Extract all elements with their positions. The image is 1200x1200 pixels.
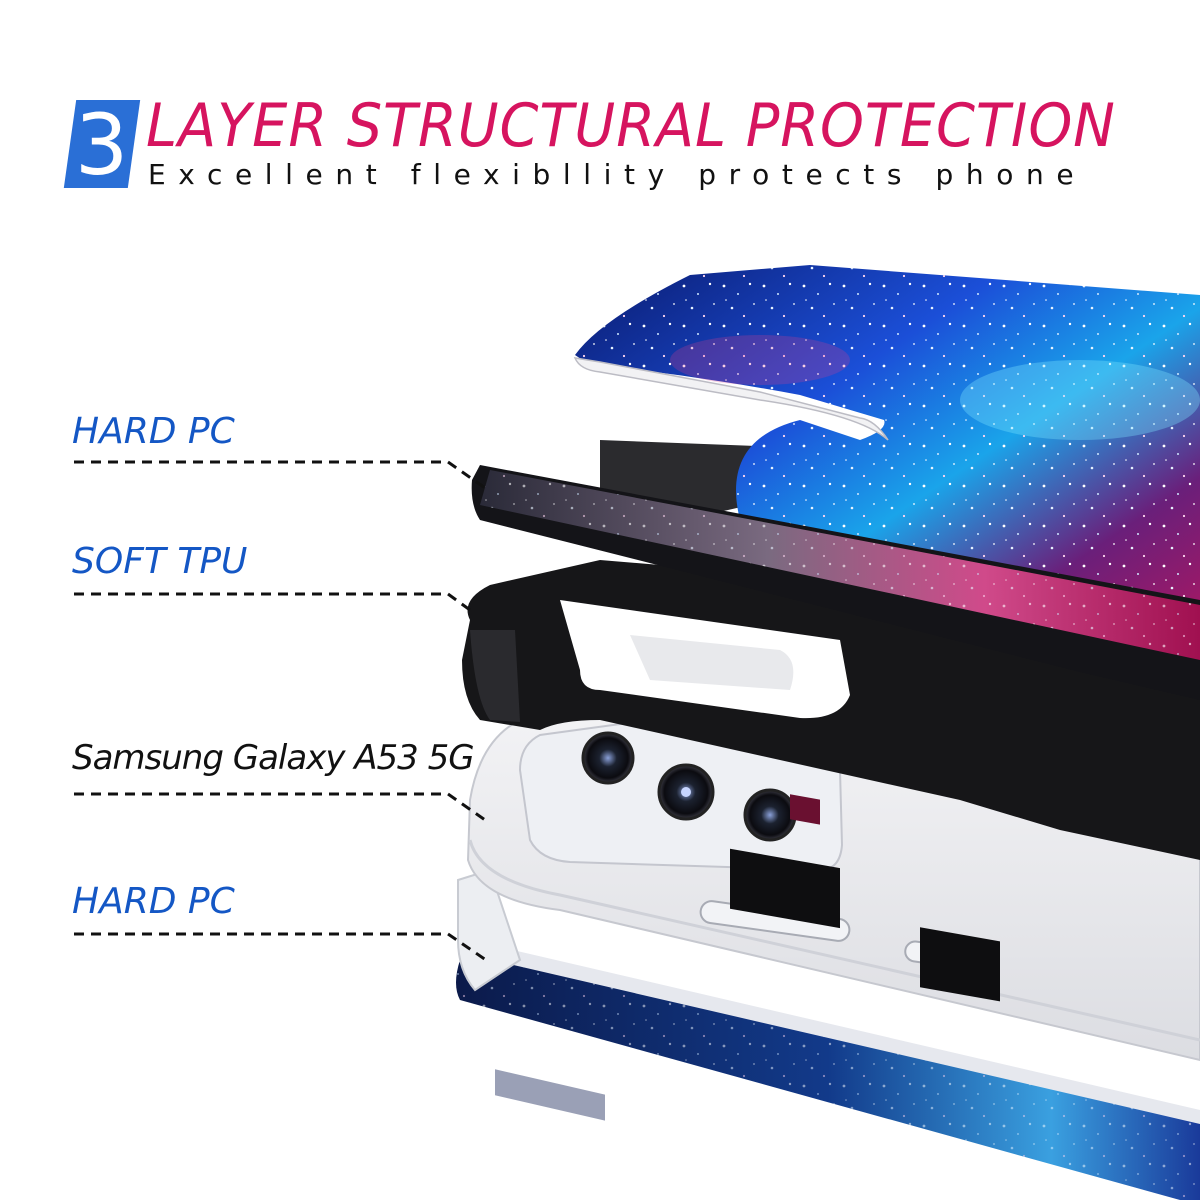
layer-count-badge: 3 <box>63 96 141 194</box>
page-subtitle: Excellent flexibllity protects phone <box>148 158 1087 191</box>
layer-label-phone-model: Samsung Galaxy A53 5G <box>72 738 475 778</box>
camera-lens-3 <box>743 788 797 842</box>
badge-number: 3 <box>75 96 129 194</box>
front-shell-hard-pc <box>471 265 1200 825</box>
layer-label-hard-pc-front: HARD PC <box>72 411 235 452</box>
back-frame-hard-pc <box>456 868 1200 1200</box>
camera-lens-1 <box>581 731 635 785</box>
layer-label-hard-pc-back: HARD PC <box>72 881 235 922</box>
layer-label-soft-tpu: SOFT TPU <box>72 541 248 582</box>
page-title: LAYER STRUCTURAL PROTECTION <box>146 91 1116 161</box>
header: 3 LAYER STRUCTURAL PROTECTION Excellent … <box>63 91 1140 194</box>
